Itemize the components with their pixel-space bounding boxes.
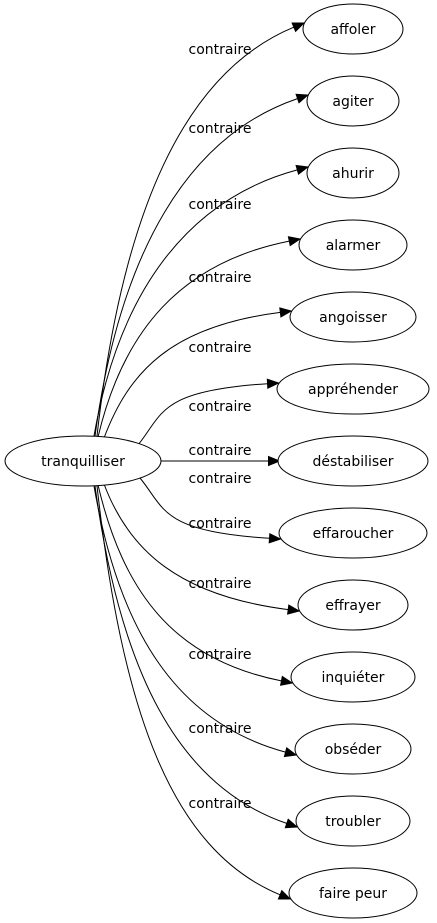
edge-label-effrayer: contraire	[189, 516, 252, 532]
target-node-label-alarmer: alarmer	[326, 238, 381, 254]
target-node-shape-affoler	[302, 3, 404, 55]
target-node-shape-inquieter	[290, 651, 416, 703]
target-node-obseder[interactable]: obséder	[294, 723, 412, 775]
edge-apprehender: contraire	[137, 378, 280, 446]
arrow-head-agiter	[295, 93, 310, 104]
source-node-label: tranquilliser	[41, 454, 125, 470]
edge-line-inquieter	[97, 484, 282, 682]
arrow-head-inquieter	[279, 675, 294, 686]
edge-line-agiter	[94, 98, 298, 437]
target-node-label-inquieter: inquiéter	[322, 670, 385, 686]
edge-label-affoler: contraire	[189, 42, 252, 58]
target-node-shape-faire-peur	[288, 867, 418, 919]
edge-troubler: contraire	[94, 485, 299, 829]
target-node-effrayer[interactable]: effrayer	[297, 579, 409, 631]
edge-obseder: contraire	[93, 485, 298, 758]
target-node-shape-alarmer	[298, 219, 408, 271]
edge-destabiliser: contraire	[161, 443, 281, 467]
target-node-destabiliser[interactable]: déstabiliser	[277, 435, 429, 487]
target-node-inquieter[interactable]: inquiéter	[290, 651, 416, 703]
edge-line-faire-peur	[96, 485, 281, 896]
edge-effaroucher: contraire	[139, 471, 282, 544]
target-node-label-apprehender: appréhender	[308, 382, 398, 398]
edge-label-agiter: contraire	[189, 121, 252, 137]
target-node-label-ahurir: ahurir	[332, 166, 374, 182]
edge-line-alarmer	[97, 240, 290, 438]
target-node-label-angoisser: angoisser	[319, 310, 387, 326]
target-node-ahurir[interactable]: ahurir	[306, 147, 400, 199]
source-node[interactable]: tranquilliser	[4, 435, 162, 487]
target-node-effaroucher[interactable]: effaroucher	[278, 507, 428, 559]
target-node-label-agiter: agiter	[332, 94, 373, 110]
edge-line-angoisser	[103, 311, 281, 439]
edge-label-effaroucher: contraire	[189, 471, 252, 487]
edge-affoler: contraire	[96, 22, 306, 437]
target-node-label-destabiliser: déstabiliser	[312, 454, 393, 470]
target-node-apprehender[interactable]: appréhender	[276, 363, 430, 415]
arrow-head-obseder	[283, 746, 298, 758]
edge-line-obseder	[93, 485, 286, 753]
target-node-shape-troubler	[295, 795, 411, 847]
edge-agiter: contraire	[94, 93, 310, 437]
arrow-head-angoisser	[279, 307, 293, 318]
target-node-label-effrayer: effrayer	[325, 598, 380, 614]
target-node-shape-effrayer	[297, 579, 409, 631]
edges-layer: contraire contraire contraire contraire cont…	[93, 22, 310, 900]
target-node-agiter[interactable]: agiter	[306, 75, 400, 127]
edge-label-obseder: contraire	[189, 647, 252, 663]
edge-line-affoler	[96, 26, 294, 437]
target-node-shape-agiter	[306, 75, 400, 127]
target-node-shape-destabiliser	[277, 435, 429, 487]
edge-label-ahurir: contraire	[189, 197, 252, 213]
edge-effrayer: contraire	[103, 483, 301, 615]
edge-line-apprehender	[137, 383, 268, 446]
target-node-label-affoler: affoler	[330, 22, 375, 38]
arrow-head-troubler	[284, 818, 299, 829]
target-node-shape-ahurir	[306, 147, 400, 199]
edge-label-faire-peur: contraire	[189, 796, 252, 812]
edge-line-troubler	[94, 485, 287, 824]
arrow-head-ahurir	[295, 164, 310, 176]
source-node-shape	[4, 435, 162, 487]
target-node-troubler[interactable]: troubler	[295, 795, 411, 847]
target-node-angoisser[interactable]: angoisser	[289, 291, 417, 343]
edge-label-apprehender: contraire	[189, 399, 252, 415]
target-node-shape-obseder	[294, 723, 412, 775]
nodes-layer: tranquilliser affoler agiter ahurir alarmer…	[4, 3, 430, 919]
arrow-head-destabiliser	[268, 455, 281, 467]
edge-line-effrayer	[103, 483, 289, 611]
edge-angoisser: contraire	[103, 307, 293, 439]
edge-label-troubler: contraire	[189, 721, 252, 737]
arrow-head-effrayer	[287, 604, 301, 615]
edge-label-angoisser: contraire	[189, 340, 252, 356]
target-node-faire-peur[interactable]: faire peur	[288, 867, 418, 919]
edge-label-destabiliser: contraire	[189, 443, 252, 459]
edge-inquieter: contraire	[97, 484, 294, 686]
target-node-alarmer[interactable]: alarmer	[298, 219, 408, 271]
edge-faire-peur: contraire	[96, 485, 292, 900]
target-node-shape-effaroucher	[278, 507, 428, 559]
arrow-head-apprehender	[266, 378, 280, 389]
edge-label-inquieter: contraire	[189, 576, 252, 592]
target-node-shape-angoisser	[289, 291, 417, 343]
edge-alarmer: contraire	[97, 236, 302, 438]
edge-ahurir: contraire	[93, 164, 310, 437]
target-node-label-effaroucher: effaroucher	[313, 526, 394, 542]
edge-label-alarmer: contraire	[189, 270, 252, 286]
arrow-head-alarmer	[287, 236, 302, 247]
edge-line-ahurir	[93, 169, 298, 437]
target-node-label-obseder: obséder	[325, 742, 382, 758]
target-node-affoler[interactable]: affoler	[302, 3, 404, 55]
target-node-shape-apprehender	[276, 363, 430, 415]
target-node-label-troubler: troubler	[325, 814, 381, 830]
target-node-label-faire-peur: faire peur	[319, 886, 387, 902]
arrow-head-faire-peur	[277, 889, 292, 900]
edge-line-effaroucher	[139, 477, 270, 539]
arrow-head-affoler	[291, 22, 306, 33]
arrow-head-effaroucher	[268, 533, 282, 544]
